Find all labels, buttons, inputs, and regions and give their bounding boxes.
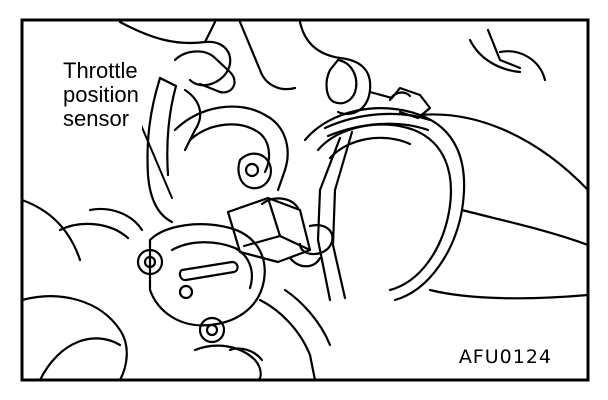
engine-line-art bbox=[20, 20, 590, 382]
callout-line-1: Throttle bbox=[63, 58, 138, 83]
callout-line-2: position bbox=[63, 82, 139, 107]
figure-code: AFU0124 bbox=[454, 346, 556, 368]
callout-line-3: sensor bbox=[63, 106, 130, 131]
throttle-position-sensor-callout: Throttle position sensor bbox=[60, 58, 142, 132]
